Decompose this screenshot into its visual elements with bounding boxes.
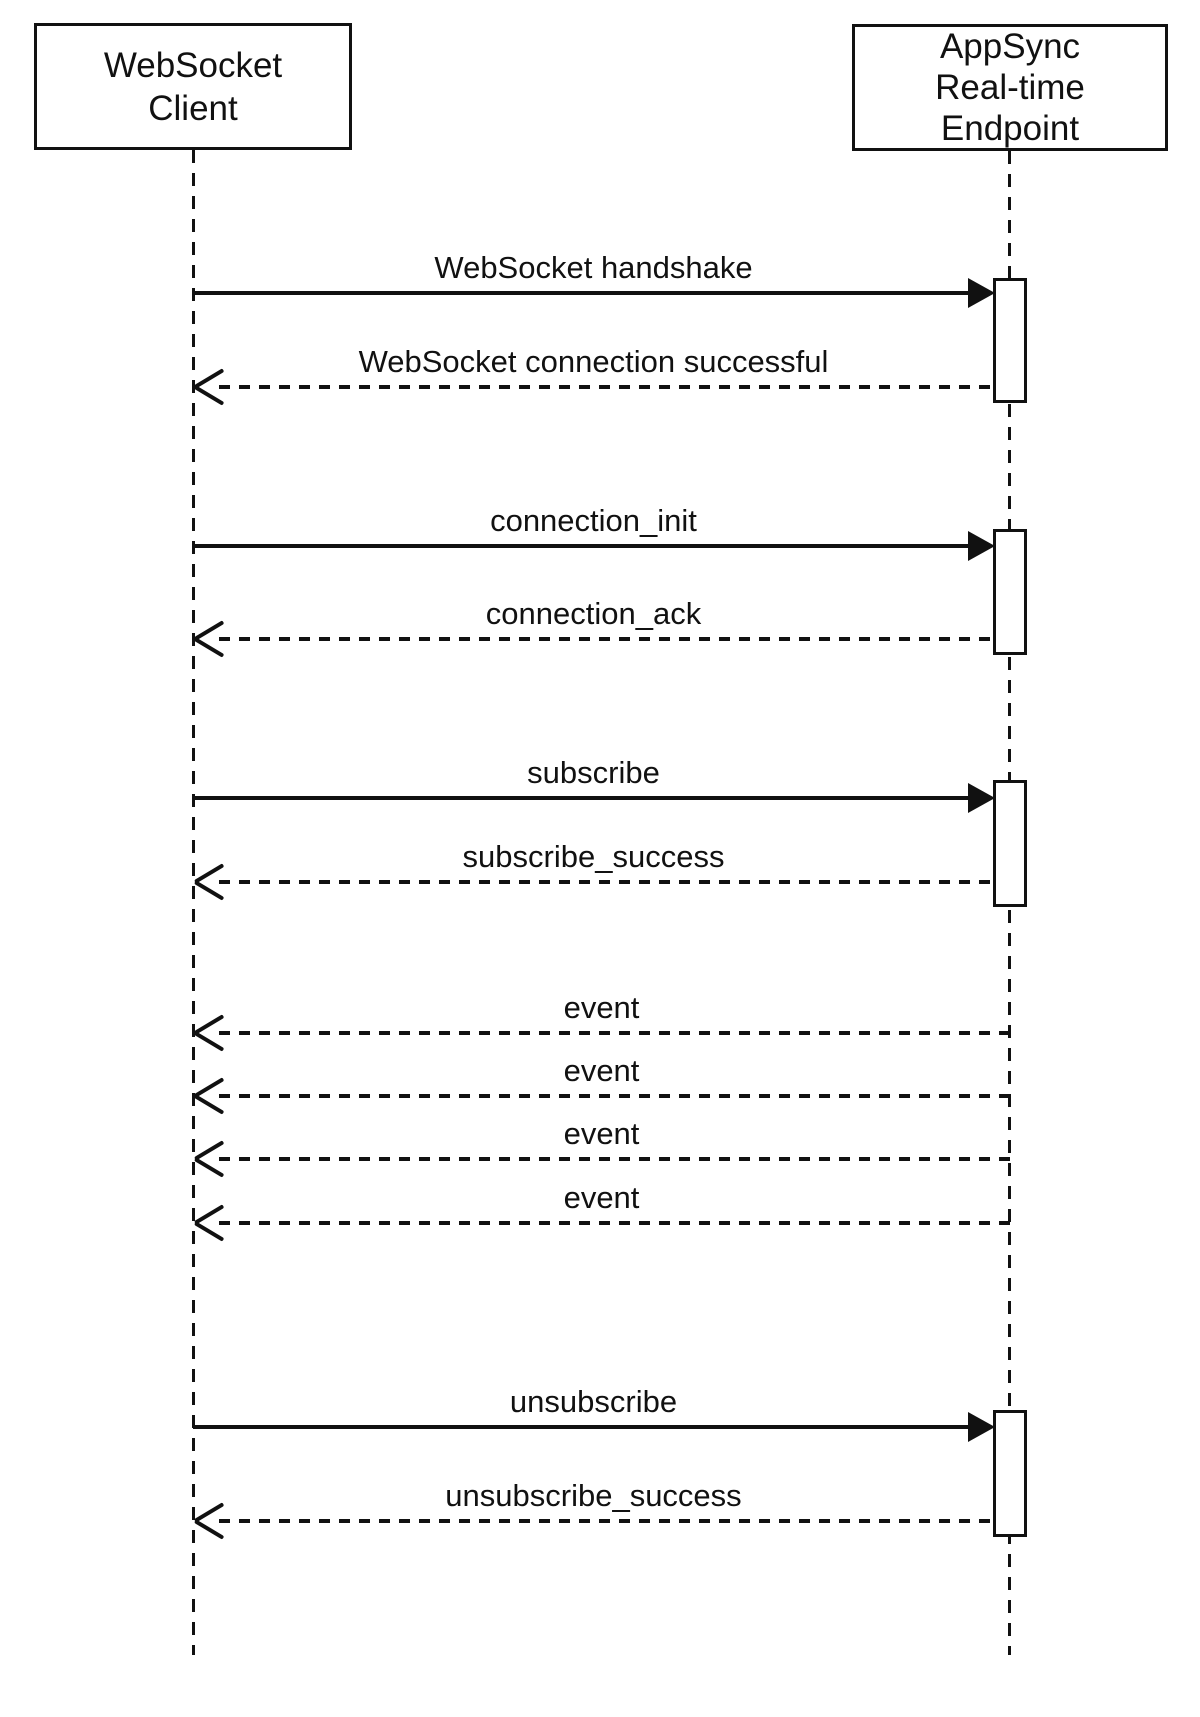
message-label: event <box>563 990 640 1025</box>
message-line <box>219 1031 1010 1035</box>
actor-label-line: Endpoint <box>940 109 1080 148</box>
actor-websocket-client: WebSocket Client <box>34 23 352 150</box>
filled-arrowhead-icon <box>968 278 995 308</box>
message-event-3: event <box>193 1116 1010 1178</box>
message-websocket-handshake: WebSocket handshake <box>193 250 995 308</box>
message-label: event <box>563 1116 640 1151</box>
message-label: WebSocket handshake <box>434 250 753 285</box>
message-unsubscribe: unsubscribe <box>193 1384 995 1442</box>
message-line <box>193 796 971 800</box>
message-line <box>193 544 971 548</box>
activation-bar-subscribe <box>993 780 1027 907</box>
message-connection-init: connection_init <box>193 503 995 561</box>
message-label: connection_init <box>490 503 697 538</box>
message-event-2: event <box>193 1053 1010 1115</box>
message-label: subscribe_success <box>462 839 725 874</box>
message-event-4: event <box>193 1180 1010 1242</box>
message-label: event <box>563 1053 640 1088</box>
message-label: subscribe <box>527 755 660 790</box>
message-line <box>219 1221 1010 1225</box>
message-line <box>219 1519 994 1523</box>
actor-label-line: Real-time <box>935 68 1085 107</box>
message-label: event <box>563 1180 640 1215</box>
message-line <box>219 1157 1010 1161</box>
message-websocket-connection-successful: WebSocket connection successful <box>193 344 994 406</box>
message-subscribe: subscribe <box>193 755 995 813</box>
activation-bar-unsubscribe <box>993 1410 1027 1537</box>
message-connection-ack: connection_ack <box>193 596 994 658</box>
filled-arrowhead-icon <box>968 1412 995 1442</box>
message-event-1: event <box>193 990 1010 1052</box>
message-line <box>219 880 994 884</box>
actor-appsync-endpoint: AppSync Real-time Endpoint <box>852 24 1168 151</box>
message-label: unsubscribe_success <box>445 1478 742 1513</box>
filled-arrowhead-icon <box>968 531 995 561</box>
message-unsubscribe-success: unsubscribe_success <box>193 1478 994 1540</box>
activation-bar-connection <box>993 529 1027 655</box>
message-label: unsubscribe <box>509 1384 678 1419</box>
filled-arrowhead-icon <box>968 783 995 813</box>
message-label: WebSocket connection successful <box>358 344 829 379</box>
message-line <box>193 291 971 295</box>
actor-label-line: Client <box>148 88 238 128</box>
message-label: connection_ack <box>485 596 702 631</box>
actor-label-line: WebSocket <box>103 45 283 85</box>
message-line <box>219 385 994 389</box>
message-line <box>219 637 994 641</box>
message-line <box>193 1425 971 1429</box>
message-line <box>219 1094 1010 1098</box>
message-subscribe-success: subscribe_success <box>193 839 994 901</box>
lifeline-websocket-client <box>192 150 195 1655</box>
actor-label-line: AppSync <box>939 27 1081 66</box>
activation-bar-handshake <box>993 278 1027 403</box>
